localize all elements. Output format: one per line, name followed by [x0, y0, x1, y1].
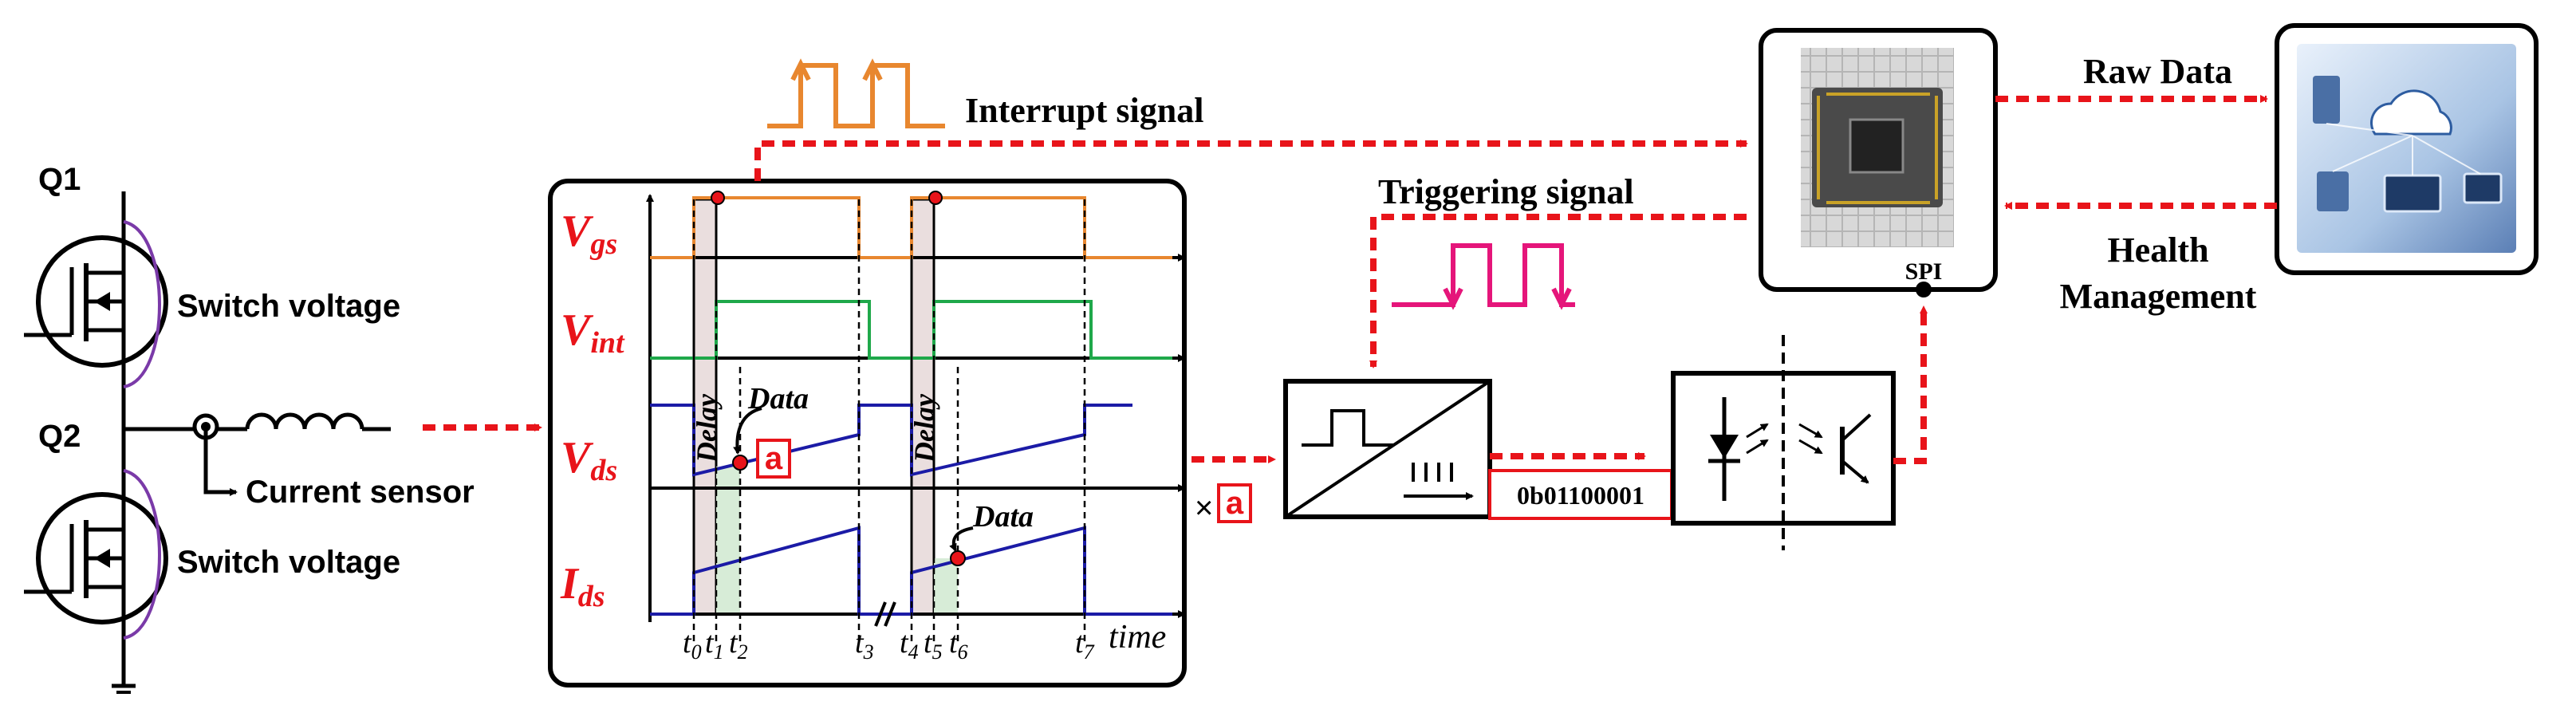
current-sensor-label: Current sensor	[246, 475, 475, 510]
tick-t5: t5	[924, 626, 943, 664]
opto-to-spi-arrow	[1893, 305, 1928, 464]
triggering-signal-label: Triggering signal	[1378, 172, 1634, 211]
time-axis-label: time	[1109, 619, 1166, 656]
tick-t7: t7	[1075, 626, 1095, 664]
vint-label: Vint	[561, 305, 625, 360]
q1-label: Q1	[38, 162, 81, 197]
data-label-1: Data	[747, 382, 809, 416]
interrupt-pulse-icon	[767, 63, 945, 128]
tick-t4: t4	[900, 626, 919, 664]
marker-a-box-2	[1217, 483, 1252, 523]
health-label-line2: Management	[2060, 277, 2257, 316]
interrupt-signal-label: Interrupt signal	[965, 91, 1203, 130]
data-point-ids	[950, 550, 966, 566]
times-symbol: ×	[1195, 490, 1213, 526]
tick-t1: t1	[705, 626, 724, 664]
half-bridge-circuit	[24, 191, 391, 694]
tick-t0: t0	[683, 626, 702, 664]
binary-value-box	[1488, 469, 1673, 520]
delay-label-2: Delay	[908, 393, 940, 463]
adc-analog-icon	[1302, 409, 1394, 447]
led-icon	[1708, 397, 1769, 501]
tick-t3: t3	[855, 626, 874, 664]
adc-digital-icon	[1412, 463, 1453, 482]
vint-waveform	[650, 300, 1172, 360]
q2-label: Q2	[38, 419, 81, 454]
interrupt-arrow	[754, 140, 1748, 181]
mcu-board-icon	[1801, 48, 1954, 247]
time-markers	[692, 199, 1086, 644]
switch-voltage-label-1: Switch voltage	[177, 289, 400, 324]
phototransistor-icon	[1798, 413, 1872, 484]
switch-voltage-label-2: Switch voltage	[177, 545, 400, 580]
marker-a-box	[756, 439, 791, 479]
delay-label-1: Delay	[691, 393, 723, 463]
marker-a-text-2: a	[1226, 486, 1244, 521]
q2-mosfet-icon	[36, 492, 168, 624]
tick-labels: t0 t1 t2 t3 t4 t5 t6 t7	[683, 626, 1095, 664]
data-label-2: Data	[972, 500, 1034, 534]
data-point-vds	[732, 455, 748, 471]
vds-label: Vds	[561, 433, 617, 487]
ids-label: Ids	[560, 559, 605, 613]
tick-t2: t2	[729, 626, 748, 664]
inductor-icon	[245, 412, 364, 430]
cloud-computing-icon	[2297, 44, 2516, 253]
binary-value-text: 0b01100001	[1517, 481, 1644, 510]
trigger-arrow	[1369, 214, 1747, 368]
health-label-line1: Health	[2107, 230, 2208, 270]
spi-label: SPI	[1905, 258, 1943, 285]
trigger-pulse-icon	[1392, 243, 1575, 307]
vgs-label: Vgs	[561, 207, 617, 261]
raw-data-label: Raw Data	[2083, 52, 2232, 91]
tick-t6: t6	[949, 626, 968, 664]
q1-mosfet-icon	[36, 235, 168, 368]
marker-a-text: a	[765, 441, 783, 476]
